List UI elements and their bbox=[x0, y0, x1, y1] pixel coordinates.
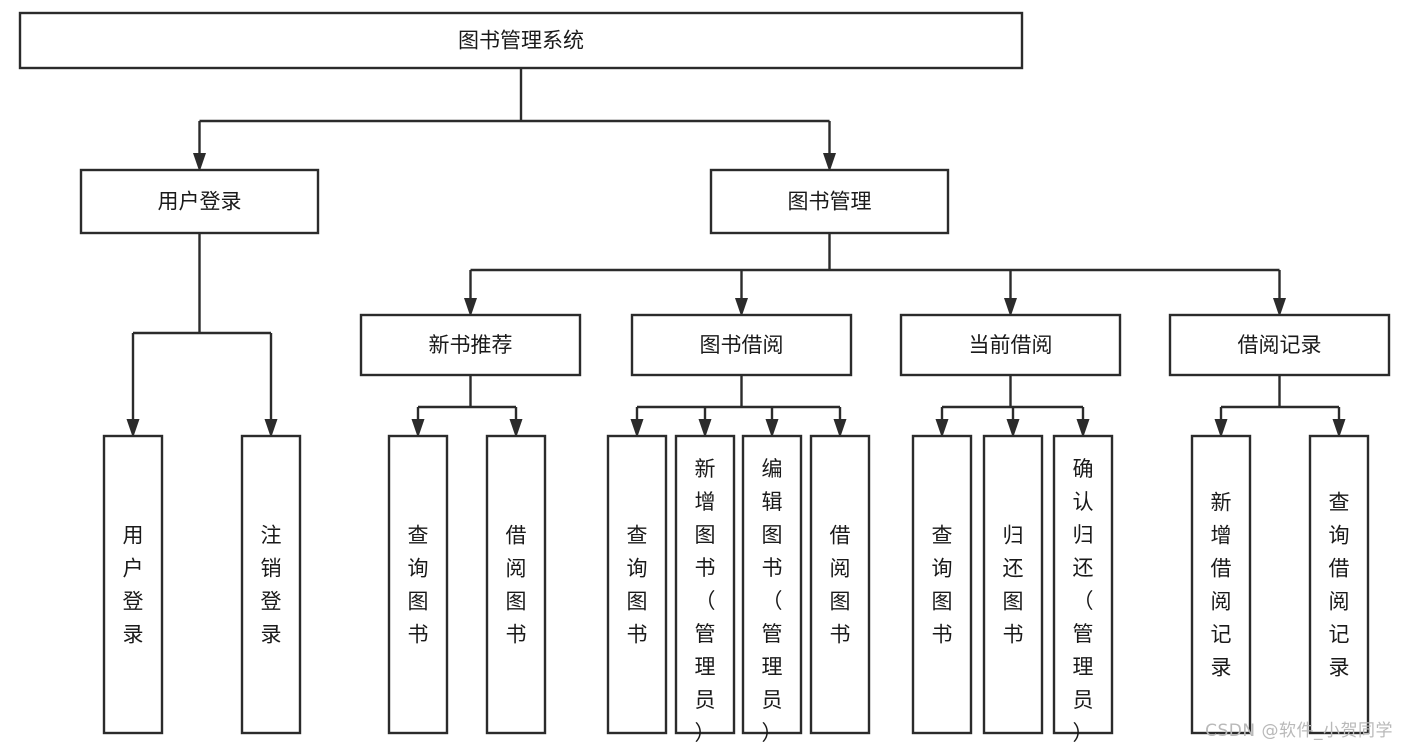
node-box bbox=[741, 434, 803, 735]
edges-layer bbox=[126, 68, 1346, 438]
node-box bbox=[1308, 434, 1370, 735]
node-root[interactable]: 图书管理系统 bbox=[18, 11, 1024, 70]
node-label: 图书管理系统 bbox=[458, 29, 584, 53]
edge-arrowhead bbox=[823, 153, 836, 172]
node-leaf-query-book-1[interactable]: 查询图书 bbox=[387, 434, 449, 735]
node-label: 图书管理 bbox=[788, 190, 872, 214]
node-label: 查询借阅记录 bbox=[1329, 490, 1350, 679]
edge-arrowhead bbox=[735, 298, 748, 317]
node-box bbox=[1190, 434, 1252, 735]
edge-arrowhead bbox=[630, 419, 644, 438]
edge-arrowhead bbox=[1006, 419, 1020, 438]
node-label: 用户登录 bbox=[123, 523, 144, 646]
node-box bbox=[18, 11, 1024, 70]
node-box bbox=[982, 434, 1044, 735]
edge-arrowhead bbox=[411, 419, 425, 438]
node-box bbox=[911, 434, 973, 735]
edge-arrowhead bbox=[126, 419, 140, 438]
edge-arrowhead bbox=[509, 419, 523, 438]
edge-arrowhead bbox=[935, 419, 949, 438]
edge-arrowhead bbox=[264, 419, 278, 438]
node-book-manage[interactable]: 图书管理 bbox=[709, 168, 950, 235]
node-box bbox=[630, 313, 853, 377]
edge-arrowhead bbox=[1214, 419, 1228, 438]
node-box bbox=[899, 313, 1122, 377]
node-box bbox=[359, 313, 582, 377]
node-box bbox=[606, 434, 668, 735]
node-label: 当前借阅 bbox=[969, 333, 1053, 357]
node-label: 图书借阅 bbox=[700, 333, 784, 357]
node-label: 新增借阅记录 bbox=[1211, 490, 1232, 679]
node-box bbox=[809, 434, 871, 735]
node-book-borrow[interactable]: 图书借阅 bbox=[630, 313, 853, 377]
edge-arrowhead bbox=[1004, 298, 1017, 317]
node-label: 借阅图书 bbox=[830, 523, 851, 646]
edge-arrowhead bbox=[1273, 298, 1286, 317]
node-label: 新书推荐 bbox=[429, 333, 513, 357]
node-box bbox=[387, 434, 449, 735]
node-leaf-confirm-return[interactable]: 确认归还（管理员） bbox=[1052, 434, 1114, 745]
node-new-book-rec[interactable]: 新书推荐 bbox=[359, 313, 582, 377]
node-label: 用户登录 bbox=[158, 190, 242, 214]
edge-arrowhead bbox=[193, 153, 206, 172]
nodes-layer: 图书管理系统用户登录图书管理新书推荐图书借阅当前借阅借阅记录用户登录注销登录查询… bbox=[18, 11, 1391, 745]
node-box bbox=[79, 168, 320, 235]
node-leaf-user-login[interactable]: 用户登录 bbox=[102, 434, 164, 735]
node-box bbox=[240, 434, 302, 735]
node-leaf-return-book[interactable]: 归还图书 bbox=[982, 434, 1044, 735]
node-box bbox=[1052, 434, 1114, 735]
edge-arrowhead bbox=[698, 419, 712, 438]
node-leaf-edit-book[interactable]: 编辑图书（管理员） bbox=[741, 434, 803, 745]
node-user-login[interactable]: 用户登录 bbox=[79, 168, 320, 235]
edge-arrowhead bbox=[1076, 419, 1090, 438]
node-label: 归还图书 bbox=[1003, 523, 1024, 646]
edge-arrowhead bbox=[765, 419, 779, 438]
node-label: 借阅记录 bbox=[1238, 333, 1322, 357]
edge-arrowhead bbox=[464, 298, 477, 317]
node-leaf-borrow-book-1[interactable]: 借阅图书 bbox=[485, 434, 547, 735]
node-current-borrow[interactable]: 当前借阅 bbox=[899, 313, 1122, 377]
edge-arrowhead bbox=[833, 419, 847, 438]
node-box bbox=[674, 434, 736, 735]
node-leaf-query-record[interactable]: 查询借阅记录 bbox=[1308, 434, 1370, 735]
node-leaf-add-book[interactable]: 新增图书（管理员） bbox=[674, 434, 736, 745]
node-box bbox=[102, 434, 164, 735]
node-label: 确认归还（管理员） bbox=[1073, 457, 1094, 745]
node-label: 借阅图书 bbox=[506, 523, 527, 646]
node-label: 查询图书 bbox=[627, 523, 648, 646]
node-leaf-query-book-2[interactable]: 查询图书 bbox=[606, 434, 668, 735]
node-leaf-add-record[interactable]: 新增借阅记录 bbox=[1190, 434, 1252, 735]
node-box bbox=[1168, 313, 1391, 377]
node-leaf-query-book-3[interactable]: 查询图书 bbox=[911, 434, 973, 735]
node-label: 新增图书（管理员） bbox=[695, 457, 716, 745]
node-leaf-user-logout[interactable]: 注销登录 bbox=[240, 434, 302, 735]
node-leaf-borrow-book-2[interactable]: 借阅图书 bbox=[809, 434, 871, 735]
node-borrow-record[interactable]: 借阅记录 bbox=[1168, 313, 1391, 377]
node-box bbox=[485, 434, 547, 735]
node-label: 查询图书 bbox=[932, 523, 953, 646]
node-label: 注销登录 bbox=[261, 523, 282, 646]
node-label: 查询图书 bbox=[408, 523, 429, 646]
node-box bbox=[709, 168, 950, 235]
edge-arrowhead bbox=[1332, 419, 1346, 438]
node-label: 编辑图书（管理员） bbox=[762, 457, 783, 745]
